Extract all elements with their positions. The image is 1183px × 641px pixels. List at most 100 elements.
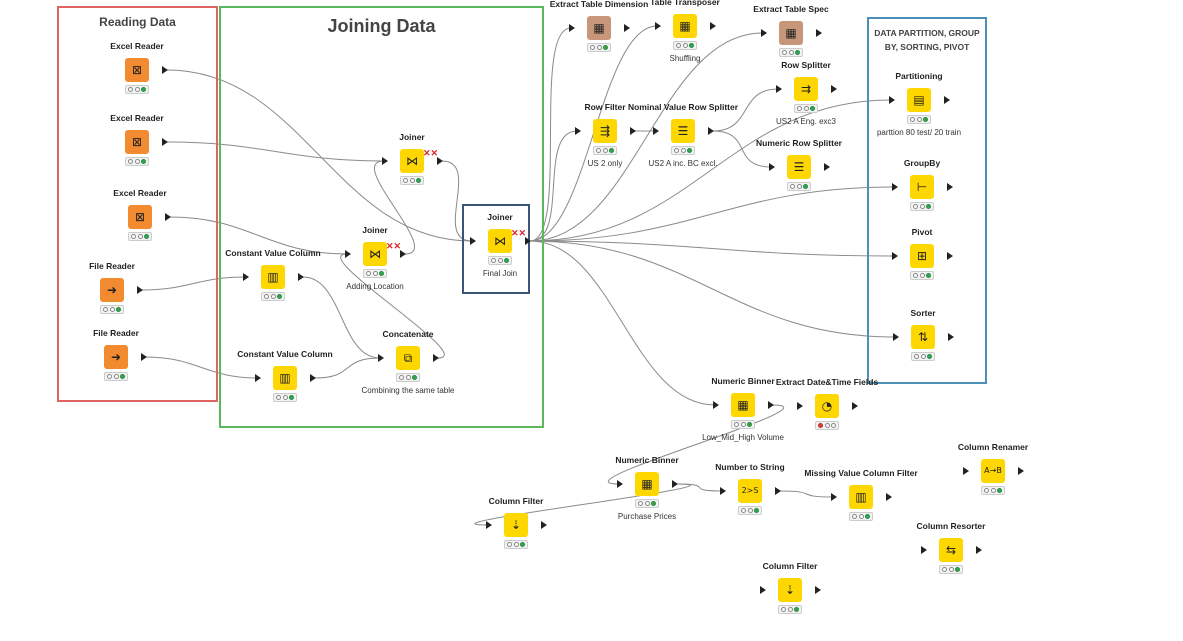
node-icon[interactable]: ⋈ [488, 229, 512, 253]
node-icon[interactable]: ▦ [779, 21, 803, 45]
node-excel2[interactable]: Excel Reader⊠ [72, 113, 202, 193]
connection-finaljoin-rowfilter[interactable] [529, 130, 578, 242]
node-icon[interactable]: ⊠ [125, 130, 149, 154]
input-port[interactable] [653, 127, 659, 135]
output-port[interactable] [852, 402, 858, 410]
connection-num2str-missingfilter[interactable] [779, 490, 834, 498]
connection-finaljoin-tablespec[interactable] [529, 32, 764, 242]
output-port[interactable] [165, 213, 171, 221]
node-icon[interactable]: ☰ [787, 155, 811, 179]
input-port[interactable] [893, 333, 899, 341]
node-icon[interactable]: ▦ [587, 16, 611, 40]
node-icon[interactable]: ▥ [849, 485, 873, 509]
connection-excel3-joiner2[interactable] [169, 216, 348, 255]
input-port[interactable] [892, 252, 898, 260]
node-icon[interactable]: ⇣ [778, 578, 802, 602]
node-icon[interactable]: ▥ [261, 265, 285, 289]
output-port[interactable] [672, 480, 678, 488]
output-port[interactable] [944, 96, 950, 104]
node-file1[interactable]: File Reader➜ [47, 261, 177, 341]
node-concat[interactable]: Concatenate⧉Combining the same table [343, 329, 473, 409]
output-port[interactable] [886, 493, 892, 501]
node-icon[interactable]: ▦ [731, 393, 755, 417]
output-port[interactable] [947, 252, 953, 260]
node-icon[interactable]: ➜ [100, 278, 124, 302]
node-icon[interactable]: ☰ [671, 119, 695, 143]
node-datetime[interactable]: Extract Date&Time Fields◔ [762, 377, 892, 457]
node-joiner2[interactable]: Joiner⋈✕✕Adding Location [310, 225, 440, 305]
workflow-canvas[interactable]: Reading Data Joining Data DATA PARTITION… [0, 0, 1183, 614]
output-port[interactable] [141, 353, 147, 361]
output-port[interactable] [137, 286, 143, 294]
input-port[interactable] [797, 402, 803, 410]
output-port[interactable] [1018, 467, 1024, 475]
connection-joiner2-joiner1[interactable] [374, 160, 415, 255]
node-excel1[interactable]: Excel Reader⊠ [72, 41, 202, 121]
input-port[interactable] [486, 521, 492, 529]
connection-file1-const1[interactable] [141, 276, 246, 291]
connection-file2-const2[interactable] [145, 356, 258, 379]
output-port[interactable] [948, 333, 954, 341]
connection-finaljoin-partitioning[interactable] [529, 99, 892, 242]
output-port[interactable] [310, 374, 316, 382]
node-icon[interactable]: ⇅ [911, 325, 935, 349]
connection-joiner1-finaljoin[interactable] [441, 160, 473, 242]
node-icon[interactable]: ▥ [273, 366, 297, 390]
input-port[interactable] [382, 157, 388, 165]
node-partitioning[interactable]: Partitioning▤parttion 80 test/ 20 train [854, 71, 984, 151]
connection-nomsplit-numsplit[interactable] [712, 130, 772, 168]
node-numsplit[interactable]: Numeric Row Splitter☰ [734, 138, 864, 218]
node-icon[interactable]: ⊠ [125, 58, 149, 82]
node-sorter[interactable]: Sorter⇅ [858, 308, 988, 388]
node-missingfilter[interactable]: Missing Value Column Filter▥ [796, 468, 926, 548]
node-groupby[interactable]: GroupBy⊢ [857, 158, 987, 238]
node-icon[interactable]: ▦ [673, 14, 697, 38]
input-port[interactable] [470, 237, 476, 245]
annotation-final-join[interactable] [462, 204, 530, 294]
node-const1[interactable]: Constant Value Column▥ [208, 248, 338, 328]
input-port[interactable] [345, 250, 351, 258]
connection-binner1-binner2[interactable] [608, 404, 784, 485]
connection-finaljoin-binner1[interactable] [529, 240, 716, 406]
node-rowsplit[interactable]: Row Splitter⇉US2 A Eng. exc3 [741, 60, 871, 140]
input-port[interactable] [761, 29, 767, 37]
input-port[interactable] [760, 586, 766, 594]
output-port[interactable] [708, 127, 714, 135]
output-port[interactable] [831, 85, 837, 93]
node-icon[interactable]: ⊞ [910, 244, 934, 268]
node-icon[interactable]: ⇶ [593, 119, 617, 143]
input-port[interactable] [769, 163, 775, 171]
node-finaljoin[interactable]: Joiner⋈✕✕Final Join [435, 212, 565, 292]
node-icon[interactable]: ⇣ [504, 513, 528, 537]
node-colfilter2[interactable]: Column Filter⇣ [725, 561, 855, 641]
output-port[interactable] [824, 163, 830, 171]
node-file2[interactable]: File Reader➜ [51, 328, 181, 408]
output-port[interactable] [775, 487, 781, 495]
node-icon[interactable]: 2>S [738, 479, 762, 503]
input-port[interactable] [963, 467, 969, 475]
node-icon[interactable]: ➜ [104, 345, 128, 369]
input-port[interactable] [655, 22, 661, 30]
output-port[interactable] [624, 24, 630, 32]
node-icon[interactable]: A→B [981, 459, 1005, 483]
node-const2[interactable]: Constant Value Column▥ [220, 349, 350, 429]
output-port[interactable] [162, 138, 168, 146]
connection-finaljoin-tabledim[interactable] [529, 27, 572, 242]
node-icon[interactable]: ⇆ [939, 538, 963, 562]
node-tabledim[interactable]: Extract Table Dimension▦ [534, 0, 664, 79]
input-port[interactable] [776, 85, 782, 93]
output-port[interactable] [947, 183, 953, 191]
node-icon[interactable]: ⊢ [910, 175, 934, 199]
output-port[interactable] [162, 66, 168, 74]
output-port[interactable] [541, 521, 547, 529]
node-tablespec[interactable]: Extract Table Spec▦ [726, 4, 856, 84]
node-icon[interactable]: ▦ [635, 472, 659, 496]
input-port[interactable] [831, 493, 837, 501]
output-port[interactable] [525, 237, 531, 245]
output-port[interactable] [768, 401, 774, 409]
input-port[interactable] [921, 546, 927, 554]
node-transpose[interactable]: Table Transposer▦Shuffling [620, 0, 750, 77]
node-icon[interactable]: ⋈ [400, 149, 424, 173]
connection-finaljoin-sorter[interactable] [529, 240, 896, 338]
